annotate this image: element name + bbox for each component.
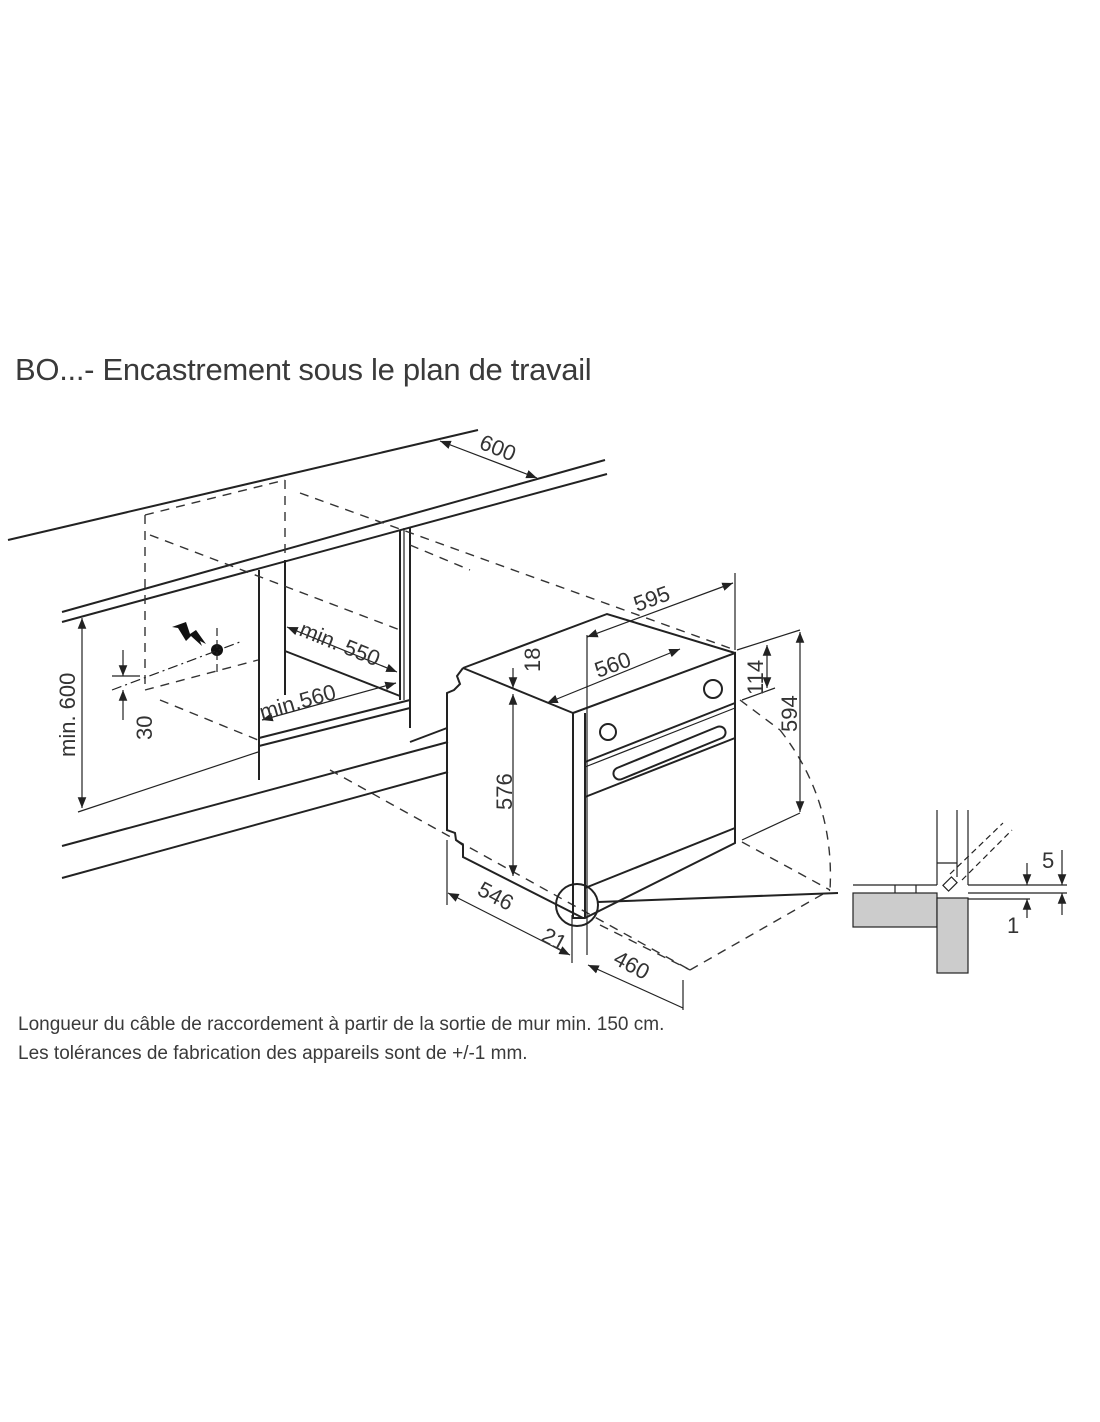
svg-text:114: 114 xyxy=(743,660,768,695)
svg-text:min.560: min.560 xyxy=(256,679,338,725)
dim-worktop-depth: 600 xyxy=(439,429,538,479)
dim-door-open: 460 xyxy=(587,945,684,1010)
svg-text:576: 576 xyxy=(492,773,517,810)
oven xyxy=(409,612,736,919)
detail-view: 1 5 xyxy=(852,810,1067,974)
note-cable-length: Longueur du câble de raccordement à part… xyxy=(18,1014,665,1035)
dim-socket-offset: 30 xyxy=(112,650,157,740)
svg-text:600: 600 xyxy=(476,429,519,466)
dim-oven-height: 594 xyxy=(777,632,805,812)
svg-text:460: 460 xyxy=(610,945,654,984)
diagram-title: BO...- Encastrement sous le plan de trav… xyxy=(15,352,592,387)
svg-text:595: 595 xyxy=(630,581,673,617)
cabinet xyxy=(61,527,449,879)
detail-callout xyxy=(555,883,839,927)
svg-text:1: 1 xyxy=(1007,913,1019,938)
worktop xyxy=(7,429,608,623)
dim-body-height: 576 xyxy=(492,694,518,876)
svg-text:18: 18 xyxy=(520,648,545,672)
svg-text:5: 5 xyxy=(1042,848,1054,873)
dim-top-gap: 18 xyxy=(508,648,545,688)
lightning-bolt-icon xyxy=(172,622,206,646)
svg-text:560: 560 xyxy=(591,647,634,683)
svg-text:594: 594 xyxy=(777,695,802,732)
note-tolerances: Les tolérances de fabrication des appare… xyxy=(18,1043,528,1064)
svg-text:30: 30 xyxy=(132,716,157,740)
svg-text:min. 550: min. 550 xyxy=(296,616,384,671)
svg-text:21: 21 xyxy=(538,922,571,956)
dim-niche-height: min. 600 xyxy=(55,618,87,808)
dim-panel-height: 114 xyxy=(736,629,801,841)
dim-niche-depth: min. 550 xyxy=(286,616,398,673)
svg-text:min. 600: min. 600 xyxy=(55,673,80,757)
dim-body-width: 560 xyxy=(546,647,681,704)
electric-socket xyxy=(111,622,241,691)
